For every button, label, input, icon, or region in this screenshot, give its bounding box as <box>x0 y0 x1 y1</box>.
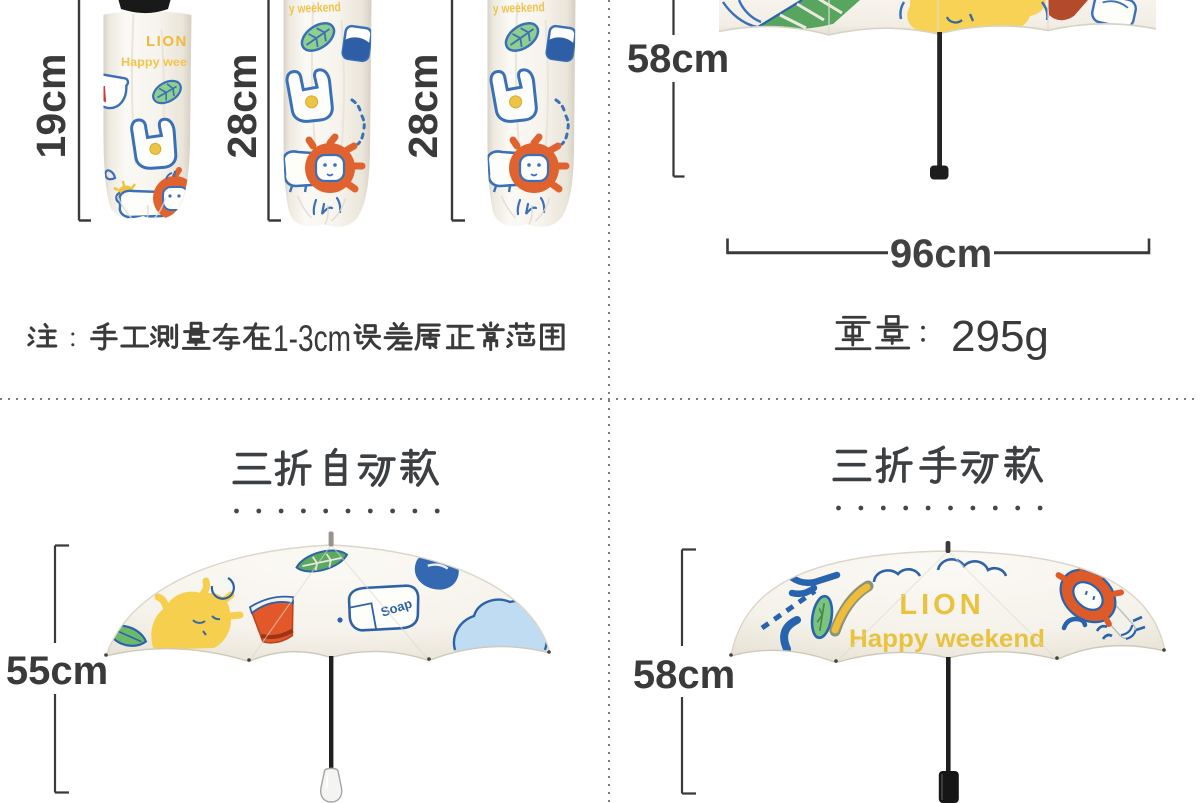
svg-text:y weekend: y weekend <box>493 0 546 16</box>
svg-text:LION: LION <box>899 589 984 621</box>
svg-text:28cm: 28cm <box>219 54 265 159</box>
svg-text:Happy wee: Happy wee <box>121 55 187 69</box>
svg-text:96cm: 96cm <box>890 232 992 276</box>
svg-text:LION: LION <box>146 33 188 50</box>
svg-text:295g: 295g <box>951 312 1049 361</box>
svg-text:55cm: 55cm <box>6 649 108 693</box>
svg-text:28cm: 28cm <box>400 54 446 159</box>
svg-text:58cm: 58cm <box>627 37 729 81</box>
svg-text:19cm: 19cm <box>28 54 74 159</box>
svg-text:Happy weekend: Happy weekend <box>849 625 1045 653</box>
svg-text:58cm: 58cm <box>633 653 735 697</box>
svg-text:1-3cm: 1-3cm <box>273 318 351 359</box>
svg-text:y weekend: y weekend <box>289 0 342 16</box>
